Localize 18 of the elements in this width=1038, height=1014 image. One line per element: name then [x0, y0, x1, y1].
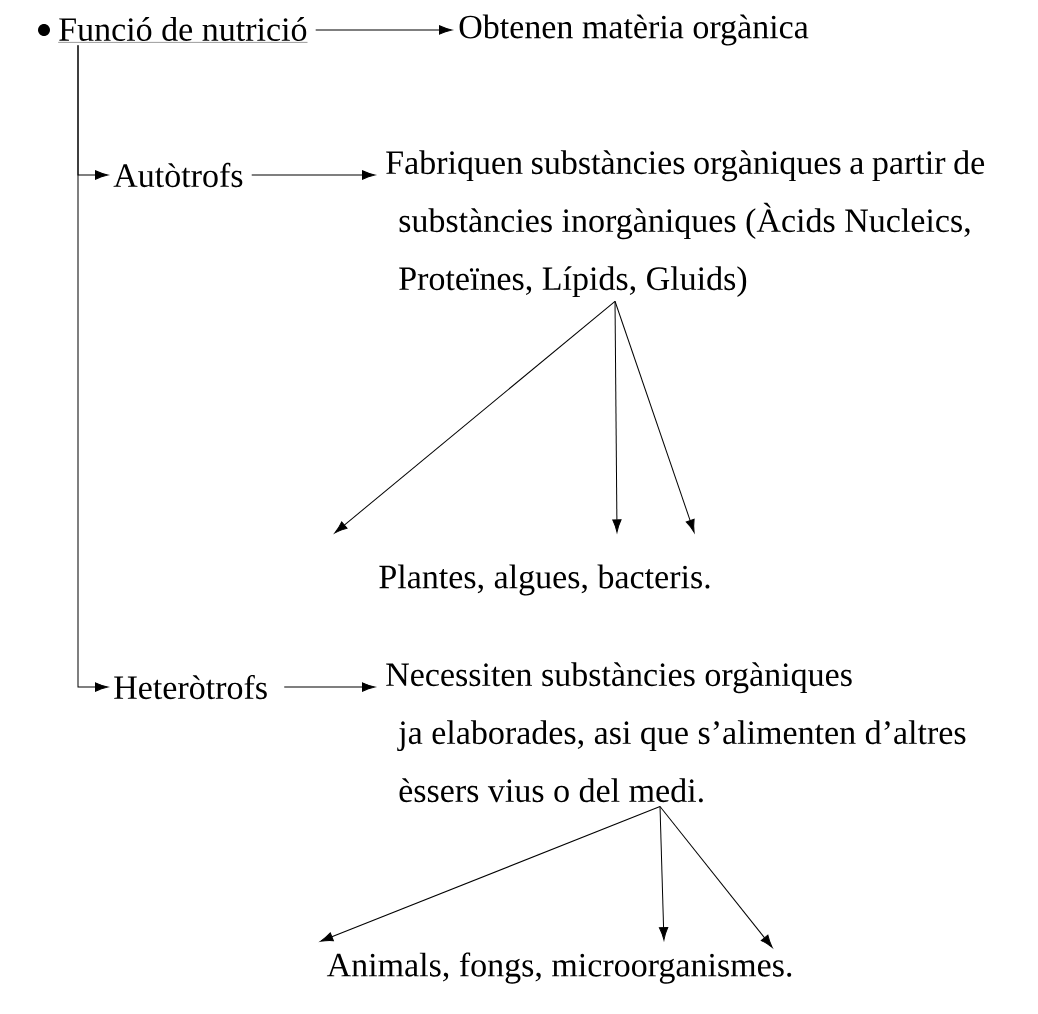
text-label: Funció de nutrició	[58, 17, 308, 43]
arrow	[315, 25, 453, 35]
arrow	[659, 806, 773, 948]
text-label: Fabriquen substàncies orgàniques a partir de substàncies inorgàniques (Àcids Nucleics, Proteïnes, Lípids, Gluids)	[386, 150, 985, 298]
arrow	[334, 300, 616, 534]
arrow	[283, 682, 376, 692]
arrow	[320, 806, 661, 942]
text-label: Heteròtrofs	[114, 674, 267, 700]
text-label: Necessiten substàncies orgàniques ja elaborades, asi que s’alimenten d’altres èssers vius o del medi.	[386, 662, 966, 803]
arrow	[77, 44, 109, 692]
arrow	[251, 170, 376, 180]
arrow	[658, 806, 669, 941]
text-label: Animals, fongs, microorganismes.	[326, 952, 792, 984]
text-label: Plantes, algues, bacteris.	[379, 564, 710, 596]
text-label: Obtenen matèria orgànica	[459, 14, 809, 46]
arrow	[612, 300, 622, 533]
text-label: Autòtrofs	[113, 162, 243, 188]
arrow	[614, 300, 695, 533]
